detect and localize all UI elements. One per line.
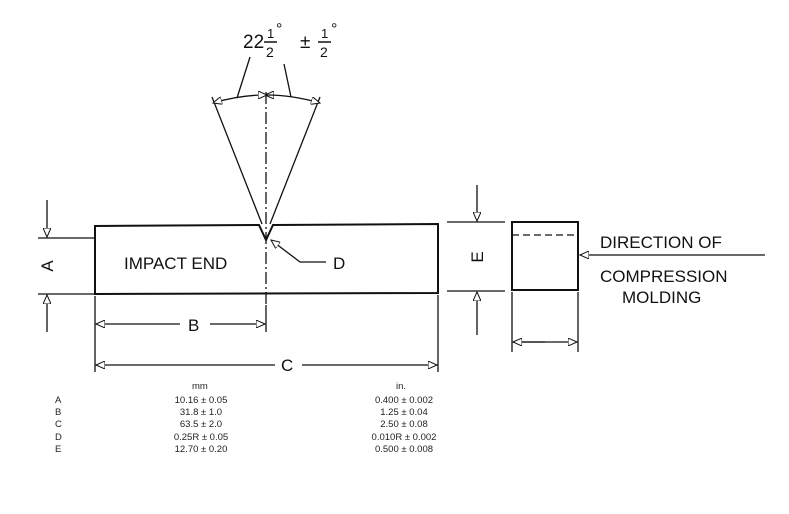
tol-den: 2 bbox=[320, 44, 328, 60]
tol-deg: ° bbox=[331, 21, 337, 38]
end-view-extension-lines bbox=[511, 292, 579, 352]
row-in: 1.25 ± 0.04 bbox=[380, 407, 428, 418]
row-mm: 63.5 ± 2.0 bbox=[179, 419, 223, 430]
label-c: C bbox=[281, 356, 293, 375]
row-in: 2.50 ± 0.08 bbox=[380, 419, 428, 430]
tol-num: 1 bbox=[321, 26, 328, 41]
row-in: 0.500 ± 0.008 bbox=[374, 444, 434, 455]
row-mm: 12.70 ± 0.20 bbox=[174, 444, 228, 455]
direction-line-2: COMPRESSION bbox=[600, 267, 728, 286]
angle-arc-left bbox=[213, 95, 265, 103]
impact-end-label: IMPACT END bbox=[124, 254, 227, 273]
label-a: A bbox=[38, 260, 57, 272]
row-dim: A bbox=[55, 395, 62, 406]
label-e: E bbox=[468, 251, 487, 262]
label-d: D bbox=[333, 254, 345, 273]
header-mm: mm bbox=[192, 381, 208, 392]
row-in: 0.010R ± 0.002 bbox=[371, 432, 437, 443]
direction-line-1: DIRECTION OF bbox=[600, 233, 722, 252]
header-in: in. bbox=[396, 381, 407, 392]
angle-deg: ° bbox=[276, 21, 282, 38]
direction-line-3: MOLDING bbox=[622, 288, 701, 307]
angle-whole: 22 bbox=[243, 32, 264, 53]
d-leader bbox=[271, 240, 326, 263]
angle-den: 2 bbox=[266, 44, 274, 60]
row-mm: 31.8 ± 1.0 bbox=[179, 407, 223, 418]
row-dim: C bbox=[55, 419, 62, 430]
row-mm: 0.25R ± 0.05 bbox=[173, 432, 229, 443]
angle-label: 22 1 2 ° ± 1 2 ° bbox=[243, 21, 337, 60]
row-dim: E bbox=[55, 444, 62, 455]
angle-leaders bbox=[236, 56, 292, 99]
row-dim: B bbox=[55, 407, 62, 418]
row-mm: 10.16 ± 0.05 bbox=[174, 395, 228, 406]
angle-arc-right bbox=[267, 95, 320, 103]
angle-num: 1 bbox=[267, 26, 274, 41]
label-b: B bbox=[188, 316, 199, 335]
angle-pm: ± bbox=[300, 32, 310, 53]
specimen-bar bbox=[94, 222, 439, 296]
row-in: 0.400 ± 0.002 bbox=[374, 395, 434, 406]
notch-angle-lines bbox=[211, 96, 321, 225]
b-extension-lines bbox=[94, 296, 267, 372]
row-dim: D bbox=[55, 432, 62, 443]
end-view bbox=[511, 221, 579, 291]
